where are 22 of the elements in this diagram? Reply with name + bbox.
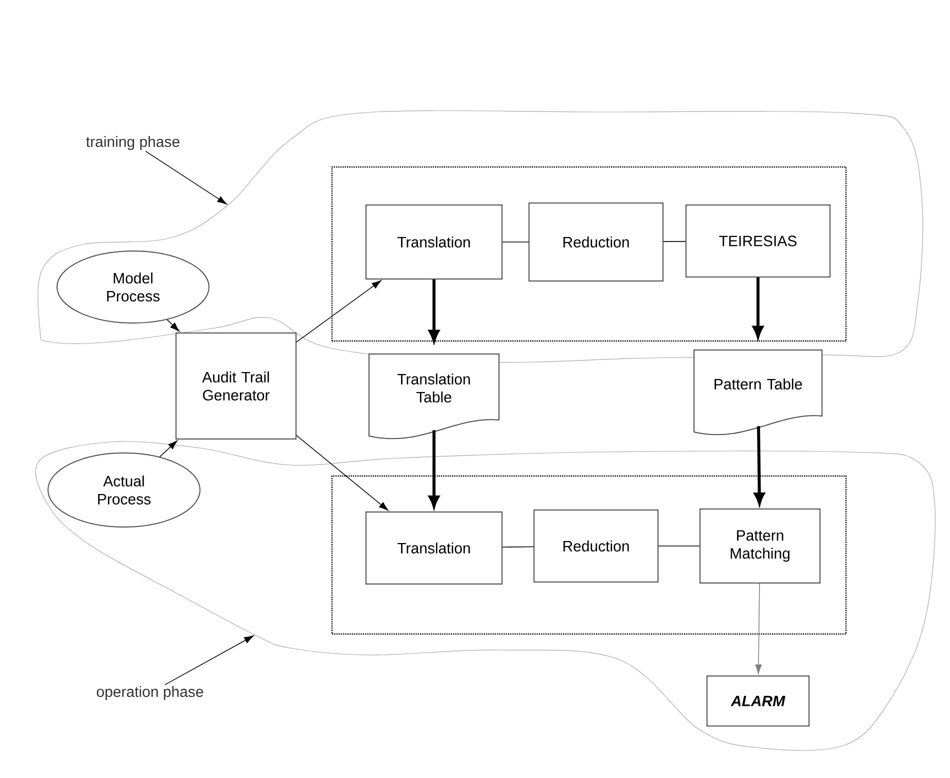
process-box: ALARM	[706, 676, 810, 726]
connector-line	[502, 546, 534, 548]
arrow	[755, 583, 762, 674]
process-box: Translation	[366, 204, 502, 280]
connector-line	[663, 241, 686, 242]
arrow	[145, 150, 227, 204]
dotted-frame	[331, 166, 847, 342]
arrow	[296, 280, 382, 342]
arrow	[296, 435, 388, 511]
process-box: Translation	[366, 512, 502, 584]
phase-label: training phase	[86, 136, 180, 150]
process-box: Pattern Matching	[700, 508, 820, 584]
arrow	[164, 636, 254, 686]
process-box: TEIRESIAS	[686, 204, 830, 278]
phase-label: operation phase	[96, 686, 204, 700]
arrow	[166, 319, 180, 332]
dotted-frame	[331, 475, 847, 635]
arrow	[159, 440, 178, 458]
process-box: Audit Trail Generator	[176, 332, 296, 440]
process-box: Reduction	[528, 202, 664, 282]
phase-outline	[35, 441, 936, 751]
process-box: Reduction	[534, 510, 658, 582]
